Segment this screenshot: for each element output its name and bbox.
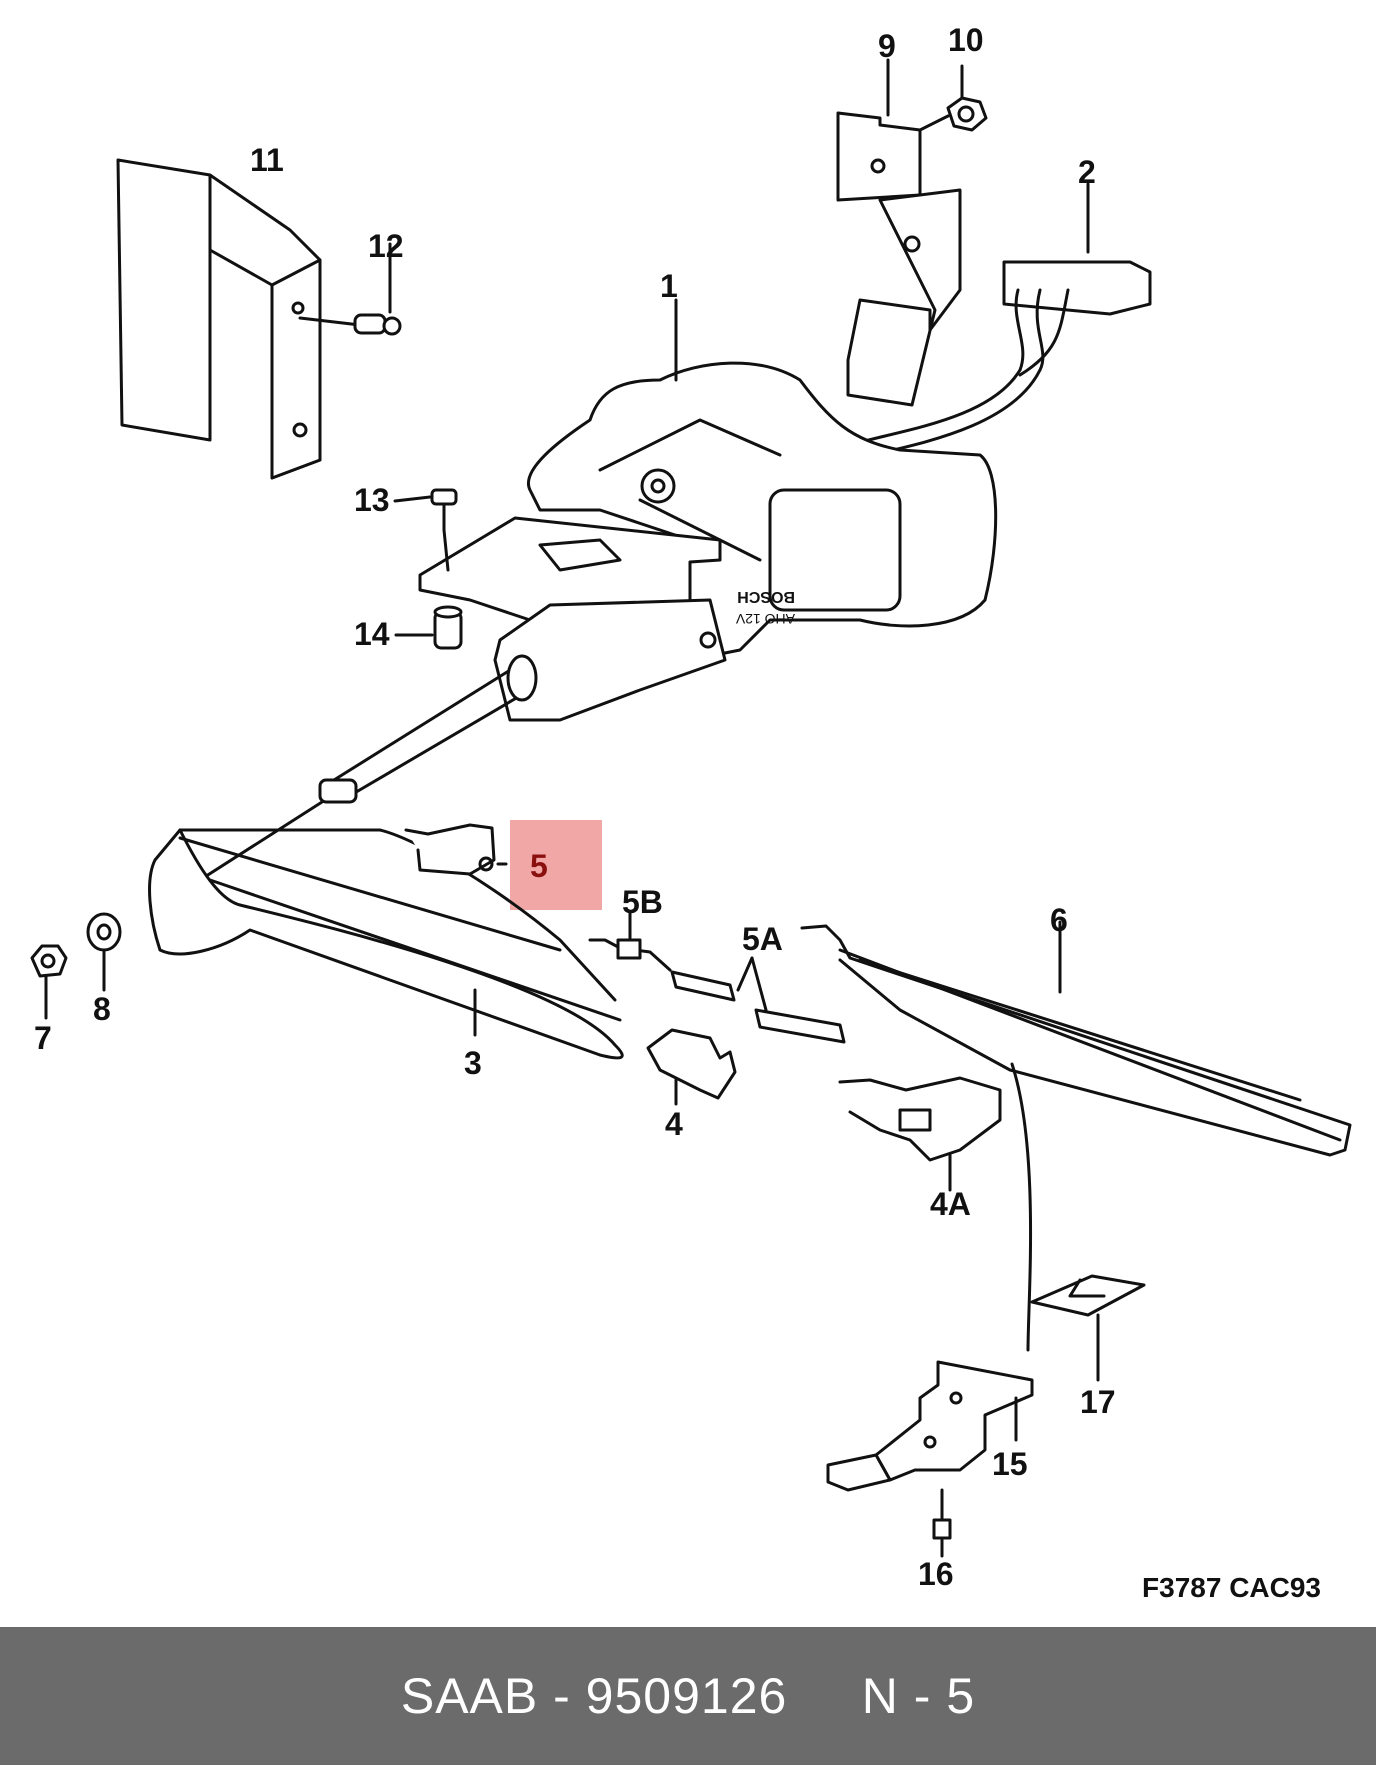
part-5b-pin bbox=[588, 910, 672, 972]
part-10-nut bbox=[918, 64, 988, 132]
part-1-motor bbox=[526, 298, 998, 662]
callout-5b: 5B bbox=[622, 884, 663, 920]
callout-14: 14 bbox=[354, 616, 390, 652]
part-5a-tubes bbox=[670, 956, 846, 1044]
highlight-box bbox=[510, 820, 602, 910]
part-9-bracket bbox=[836, 58, 962, 407]
callout-5a: 5A bbox=[742, 921, 783, 957]
motor-brand-text: BOSCH bbox=[737, 588, 795, 605]
callout-2: 2 bbox=[1078, 154, 1096, 190]
part-12-screw bbox=[298, 242, 402, 336]
part-3-arm bbox=[148, 828, 624, 1060]
callout-13: 13 bbox=[354, 482, 390, 518]
mounting-plate bbox=[418, 516, 727, 722]
parts-diagram: BOSCH AHO 12V 1 2 3 4 4A 5 5A 5B 6 7 8 9… bbox=[30, 22, 1352, 1603]
part-5-clip bbox=[404, 823, 508, 876]
motor-label: BOSCH AHO 12V bbox=[735, 588, 795, 627]
part-4a-adapter bbox=[838, 1076, 1002, 1192]
part-15-bracket bbox=[826, 1360, 1034, 1492]
callout-4a: 4A bbox=[930, 1186, 971, 1222]
callout-11: 11 bbox=[250, 142, 284, 178]
drawing-code: F3787 CAC93 bbox=[1142, 1572, 1321, 1603]
callout-15: 15 bbox=[992, 1446, 1028, 1482]
motor-model-text: AHO 12V bbox=[735, 611, 795, 627]
callout-1: 1 bbox=[660, 268, 678, 304]
part-17-tag bbox=[1030, 1274, 1146, 1382]
callout-17: 17 bbox=[1080, 1384, 1116, 1420]
footer-bar: SAAB - 9509126 N - 5 bbox=[0, 1627, 1376, 1765]
callout-5: 5 bbox=[530, 848, 548, 884]
footer-part-number: SAAB - 9509126 N - 5 bbox=[400, 1668, 976, 1724]
part-2-connector bbox=[848, 182, 1152, 460]
shaft bbox=[198, 654, 538, 882]
part-7-nut bbox=[30, 944, 68, 1020]
callout-10: 10 bbox=[948, 22, 984, 58]
part-13-screw bbox=[393, 488, 458, 572]
part-8-washer bbox=[86, 912, 122, 992]
callout-9: 9 bbox=[878, 28, 896, 64]
callout-4: 4 bbox=[665, 1106, 683, 1142]
callout-12: 12 bbox=[368, 228, 404, 264]
callout-3: 3 bbox=[464, 1045, 482, 1081]
callout-8: 8 bbox=[93, 991, 111, 1027]
callout-16: 16 bbox=[918, 1556, 954, 1592]
part-6-blade bbox=[800, 920, 1352, 1157]
part-11-bracket bbox=[116, 158, 322, 480]
part-16-screw bbox=[932, 1488, 952, 1558]
callout-7: 7 bbox=[34, 1020, 52, 1056]
part-14-bushing bbox=[394, 605, 463, 650]
callout-6: 6 bbox=[1050, 902, 1068, 938]
line-drawing: BOSCH AHO 12V bbox=[30, 58, 1352, 1558]
part-4-adapter bbox=[646, 1028, 737, 1106]
